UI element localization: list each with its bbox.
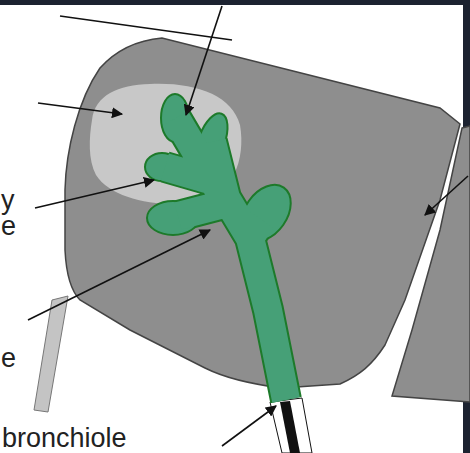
septum-stem — [34, 296, 68, 412]
bronchiole-wall — [280, 401, 300, 453]
part-label: bronchiole — [2, 424, 127, 452]
bronchiole-tree — [145, 94, 301, 400]
bronchiole-wall — [270, 398, 312, 453]
frame-edge — [0, 0, 470, 5]
part-label: y — [1, 186, 15, 214]
part-label: e — [1, 212, 16, 240]
leader-lines — [28, 6, 468, 446]
part-label: e — [1, 344, 16, 372]
